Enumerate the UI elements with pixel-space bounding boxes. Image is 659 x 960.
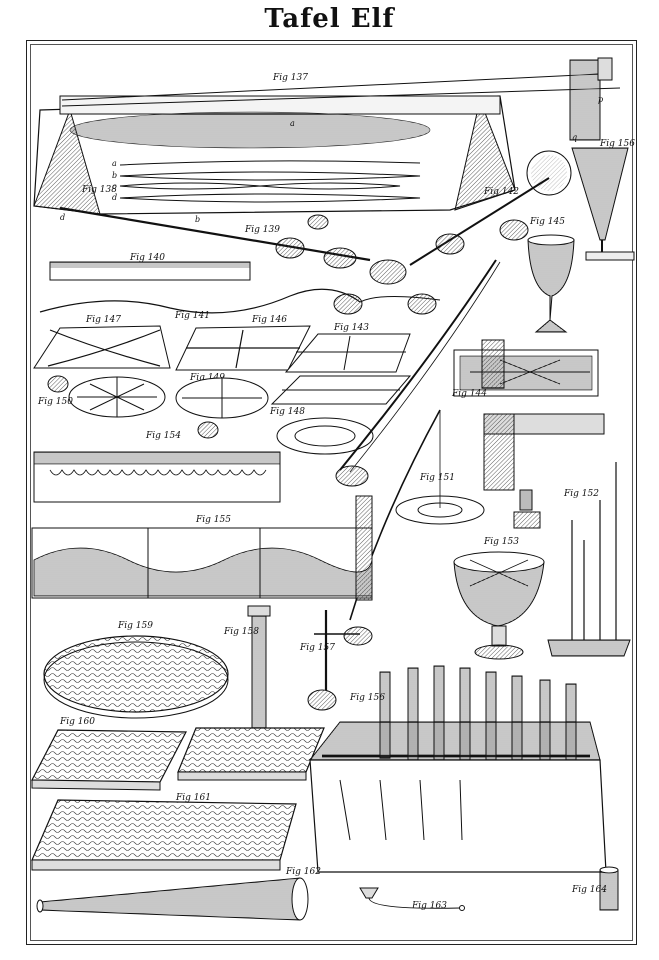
fig-156-funnel: Fig 156 <box>571 139 635 261</box>
fig-159-label: Fig 159 <box>117 621 153 631</box>
plate-title: Tafel Elf <box>264 4 395 34</box>
fig-151-disc: Fig 151 <box>395 410 485 525</box>
fig-156-pipe-box: Fig 156 <box>308 665 607 873</box>
fig-161-label: Fig 161 <box>175 793 211 803</box>
fig-158-tube: Fig 158 <box>223 605 271 729</box>
fig-155-trough: Fig 155 <box>31 495 373 601</box>
outer-frame <box>26 40 637 945</box>
fig-141-label: Fig 141 <box>174 311 210 321</box>
fig-164-label: Fig 164 <box>571 885 607 895</box>
fig-144-label: Fig 144 <box>451 389 487 399</box>
fig-163-label: Fig 163 <box>411 901 447 911</box>
fig-153-label: Fig 153 <box>483 537 519 547</box>
fig-152-rods: Fig 152 <box>547 462 631 657</box>
fig-160-ripple-trays: Fig 160 <box>31 717 325 791</box>
fig-155-label: Fig 155 <box>195 515 231 525</box>
fig-159-oval-tray: Fig 159 <box>43 621 229 719</box>
letter-q: q <box>572 133 577 142</box>
fig-140-bar: Fig 140 <box>49 253 251 281</box>
fig-147-label: Fig 147 <box>85 315 121 325</box>
fig-138-label: Fig 138 <box>81 185 117 195</box>
fig-156-label: Fig 156 <box>349 693 385 703</box>
chladni-plates-row: Fig 147 Fig 146 Fig 143 Fig 149 Fig 148 … <box>33 315 412 455</box>
fig-157-tuning-fork: Fig 157 <box>299 610 373 711</box>
fig-138-strings: a b c d Fig 138 <box>81 159 421 203</box>
letter-d: d <box>60 213 65 222</box>
fig-162-horn: Fig 162 <box>36 867 321 921</box>
letter-d: d <box>112 193 117 202</box>
inner-frame <box>30 44 633 941</box>
fig-153-bowl: Fig 153 <box>453 537 545 660</box>
fig-164-cylinder: Fig 164 <box>571 866 619 911</box>
fig-158-label: Fig 158 <box>223 627 259 637</box>
fig-152-label: Fig 152 <box>563 489 599 499</box>
fig-139-label: Fig 139 <box>244 225 280 235</box>
fig-149-label: Fig 149 <box>189 373 225 383</box>
fig-137-label: Fig 137 <box>272 73 308 83</box>
fig-145-label: Fig 145 <box>529 217 565 227</box>
fig-150-label: Fig 150 <box>37 397 73 407</box>
fig-154-box: Fig 154 <box>33 431 281 503</box>
fig-139-rod: Fig 139 d b <box>59 206 371 269</box>
fig-143-label: Fig 143 <box>333 323 369 333</box>
fig-142-label: Fig 142 <box>483 187 519 197</box>
letter-b: b <box>112 171 117 180</box>
letter-b: b <box>195 215 200 224</box>
fig-163-funnel: Fig 163 <box>359 887 465 911</box>
fig-140-label: Fig 140 <box>129 253 165 263</box>
letter-p: p <box>598 95 603 104</box>
fig-141-wavy-string: Fig 141 <box>39 288 441 321</box>
fig-142-hands: Fig 145 <box>369 217 565 285</box>
fig-154-label: Fig 154 <box>145 431 181 441</box>
fig-157-monochord: Fig 137 a q p <box>33 57 621 215</box>
fig-160-label: Fig 160 <box>59 717 95 727</box>
fig-144-clamp: Fig 144 <box>451 339 605 529</box>
fig-146-label: Fig 146 <box>251 315 287 325</box>
letter-c: c <box>112 182 117 191</box>
fig-161-long-tray: Fig 161 <box>31 793 297 871</box>
letter-a: a <box>112 159 117 168</box>
fig-151-label: Fig 151 <box>419 473 455 483</box>
letter-a: a <box>290 119 295 128</box>
fig-142-disc-rod: Fig 142 <box>409 150 572 266</box>
fig-162-label: Fig 162 <box>285 867 321 877</box>
fig-145-goblet <box>527 234 575 333</box>
fig-157-label: Fig 157 <box>299 643 335 653</box>
fig-148-label: Fig 148 <box>269 407 305 417</box>
fig-156-label: Fig 156 <box>599 139 635 149</box>
